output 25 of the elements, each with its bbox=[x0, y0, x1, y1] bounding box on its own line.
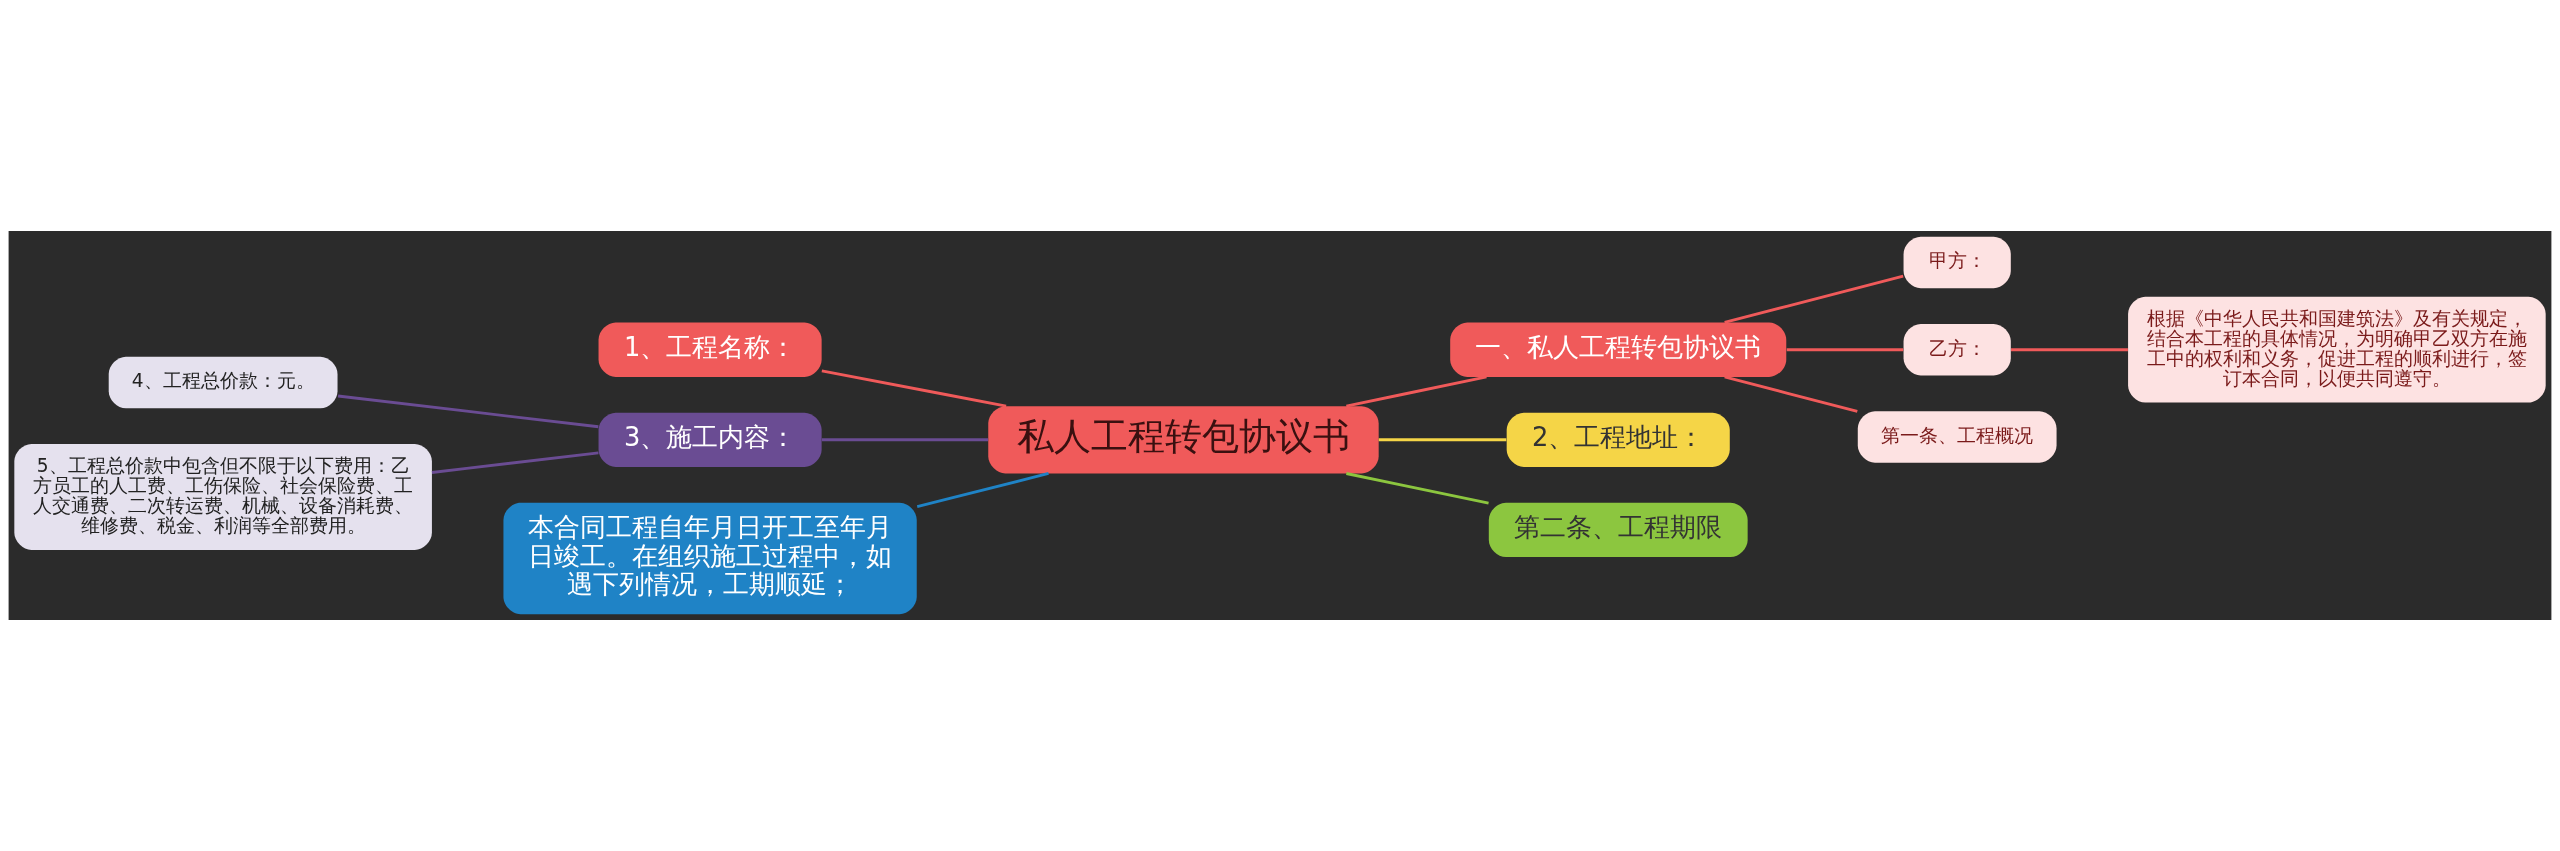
node-box: 第二条、工程期限 bbox=[1488, 502, 1748, 558]
connector bbox=[1724, 274, 1904, 324]
connector bbox=[916, 472, 1049, 508]
node-box: 甲方： bbox=[1903, 236, 2011, 289]
connector bbox=[337, 394, 599, 429]
node-box: 乙方： bbox=[1903, 323, 2011, 376]
connector bbox=[1346, 375, 1487, 408]
node-box: 一、私人工程转包协议书 bbox=[1450, 322, 1787, 377]
node-box: 根据《中华人民共和国建筑法》及有关规定，结合本工程的具体情况，为明确甲乙双方在施工中的权利和义务，促进工程的顺利进行，签订本合同，以便共同遵守。 bbox=[2128, 296, 2546, 403]
connector bbox=[1724, 375, 1858, 413]
connector bbox=[821, 438, 989, 442]
node-box: 4、工程总价款：元。 bbox=[108, 356, 338, 409]
connector bbox=[1786, 348, 1904, 352]
node-box: 第一条、工程概况 bbox=[1857, 411, 2057, 463]
connector bbox=[431, 451, 599, 474]
node-box: 3、施工内容： bbox=[598, 412, 822, 467]
node-box: 本合同工程自年月日开工至年月日竣工。在组织施工过程中，如遇下列情况，工期顺延； bbox=[503, 502, 917, 615]
node-box: 2、工程地址： bbox=[1506, 412, 1730, 467]
connector bbox=[1378, 438, 1507, 442]
connector bbox=[2011, 348, 2128, 352]
connector bbox=[821, 369, 1007, 408]
node-box: 1、工程名称： bbox=[598, 322, 822, 377]
node-box: 5、工程总价款中包含但不限于以下费用：乙方员工的人工费、工伤保险、社会保险费、工人交通费、二次转运费、机械、设备消耗费、维修费、税金、利润等全部费用。 bbox=[14, 444, 432, 550]
node-box: 私人工程转包协议书 bbox=[988, 406, 1379, 474]
connector bbox=[1346, 472, 1489, 505]
